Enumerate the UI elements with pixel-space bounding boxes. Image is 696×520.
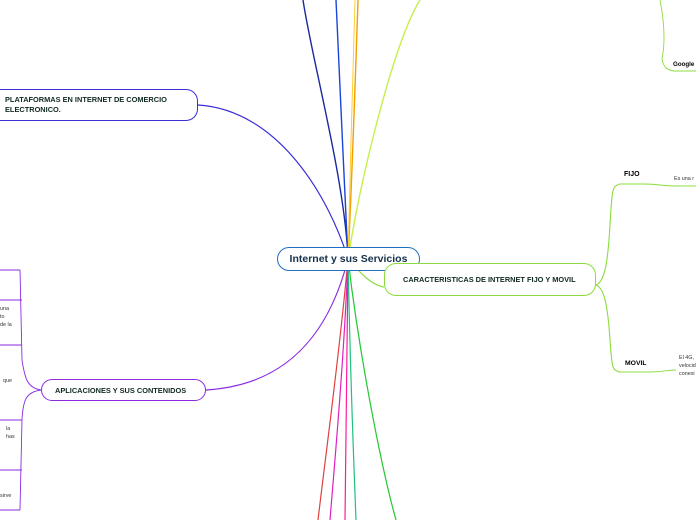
snippet-movil-1: El 4G,	[679, 355, 694, 361]
snippet-fijo: Es una r	[674, 176, 695, 182]
snippet-left-3a: la	[6, 426, 11, 432]
snippet-movil-2: velocid	[679, 363, 696, 369]
connector-plataformas	[197, 104, 349, 260]
snippet-left-3b: has	[6, 434, 15, 440]
connector-bottom-teal	[347, 258, 357, 520]
connector-fijo	[595, 183, 644, 286]
connector-top-navy	[302, 0, 349, 260]
connector-bottom-magenta	[344, 258, 349, 520]
connector-bottom-pink	[329, 258, 349, 520]
connector-movil-leaf	[649, 369, 677, 373]
connector-top-lime	[347, 0, 421, 260]
branch-aplicaciones[interactable]: APLICACIONES Y SUS CONTENIDOS	[41, 379, 206, 401]
snippet-left-1b: to	[0, 314, 5, 320]
connector-aplicaciones-sub	[0, 269, 42, 511]
subtopic-movil[interactable]: MOVIL	[625, 360, 647, 367]
subtopic-fijo[interactable]: FIJO	[624, 171, 640, 178]
snippet-movil-3: conexi	[679, 371, 695, 377]
snippet-left-2: que	[3, 378, 12, 384]
connector-fijo-leaf	[643, 183, 696, 187]
branch-caracteristicas[interactable]: CARACTERISTICAS DE INTERNET FIJO Y MOVIL	[384, 263, 596, 296]
connector-top-orange-1	[347, 0, 359, 260]
snippet-left-1a: una	[0, 306, 9, 312]
snippet-left-4: sirve	[0, 493, 12, 499]
branch-plataformas[interactable]: PLATAFORMAS EN INTERNET DE COMERCIO ELEC…	[0, 89, 198, 121]
connector-google	[659, 0, 696, 72]
connector-bottom-red	[317, 258, 349, 520]
connector-top-orange-2	[347, 0, 356, 260]
connector-top-blue	[335, 0, 349, 260]
subtopic-google[interactable]: Google	[673, 61, 695, 68]
connector-movil	[595, 284, 650, 373]
connector-aplicaciones	[205, 258, 349, 391]
snippet-left-1c: de la	[0, 322, 12, 328]
connector-bottom-green	[347, 258, 397, 520]
